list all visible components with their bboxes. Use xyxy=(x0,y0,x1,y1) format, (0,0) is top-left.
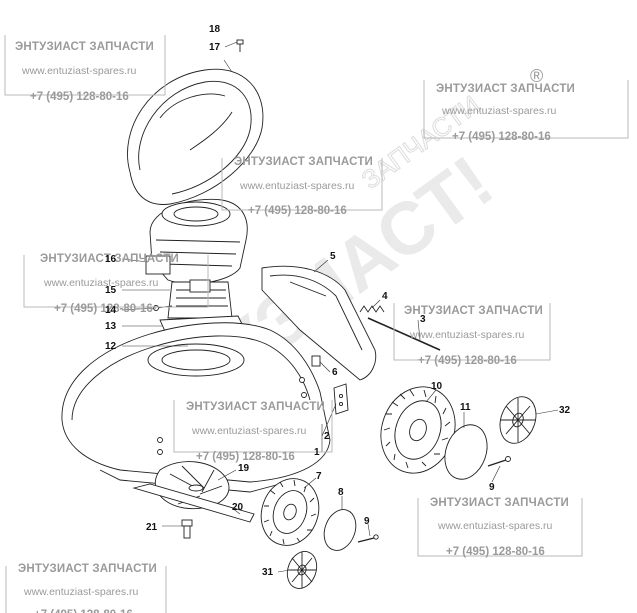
svg-text:+7 (495) 128-80-16: +7 (495) 128-80-16 xyxy=(196,451,295,463)
part-17-top-cover xyxy=(127,68,264,205)
watermark-box-2: ЭНТУЗИАСТ ЗАПЧАСТИ www.entuziast-spares.… xyxy=(423,80,629,143)
svg-text:ЭНТУЗИАСТ ЗАПЧАСТИ: ЭНТУЗИАСТ ЗАПЧАСТИ xyxy=(15,41,154,53)
part-3-rod xyxy=(367,317,441,351)
part-4-spring xyxy=(359,305,385,313)
svg-text:+7 (495) 128-80-16: +7 (495) 128-80-16 xyxy=(54,303,153,315)
svg-text:www.entuziast-spares.ru: www.entuziast-spares.ru xyxy=(239,180,355,192)
svg-text:www.entuziast-spares.ru: www.entuziast-spares.ru xyxy=(23,586,139,598)
svg-text:www.entuziast-spares.ru: www.entuziast-spares.ru xyxy=(191,425,307,437)
svg-text:www.entuziast-spares.ru: www.entuziast-spares.ru xyxy=(21,65,137,77)
label-part-9-rear: 9 xyxy=(489,482,495,493)
part-15-motor xyxy=(167,279,233,319)
label-part-31: 31 xyxy=(262,567,274,578)
watermark-registered-mark: ® xyxy=(530,66,543,86)
svg-text:www.entuziast-spares.ru: www.entuziast-spares.ru xyxy=(409,329,525,341)
label-part-17: 17 xyxy=(209,42,221,53)
part-labels: 18 17 16 15 14 13 12 5 4 3 6 10 11 32 2 … xyxy=(105,24,571,578)
leader-lines xyxy=(121,41,559,573)
svg-text:+7 (495) 128-80-16: +7 (495) 128-80-16 xyxy=(30,91,129,103)
watermark-box-7: ЭНТУЗИАСТ ЗАПЧАСТИ www.entuziast-spares.… xyxy=(417,497,583,558)
label-part-32: 32 xyxy=(559,405,571,416)
part-20-blade xyxy=(132,483,255,523)
label-part-6: 6 xyxy=(332,367,338,378)
part-9-screw-front xyxy=(357,534,379,543)
label-part-18: 18 xyxy=(209,24,221,35)
label-part-14: 14 xyxy=(105,305,117,316)
label-part-1: 1 xyxy=(314,447,320,458)
label-part-9-front: 9 xyxy=(364,516,370,527)
part-9-screw-rear xyxy=(487,456,511,467)
label-part-3: 3 xyxy=(420,314,426,325)
svg-text:+7 (495) 128-80-16: +7 (495) 128-80-16 xyxy=(446,546,545,558)
watermark-box-5: ЭНТУЗИАСТ ЗАПЧАСТИ www.entuziast-spares.… xyxy=(393,303,551,367)
svg-text:+7 (495) 128-80-16: +7 (495) 128-80-16 xyxy=(248,205,347,217)
label-part-8: 8 xyxy=(338,487,344,498)
watermark-box-6: ЭНТУЗИАСТ ЗАПЧАСТИ www.entuziast-spares.… xyxy=(173,400,333,463)
label-part-13: 13 xyxy=(105,321,117,332)
label-part-16: 16 xyxy=(105,254,117,265)
svg-text:+7 (495) 128-80-16: +7 (495) 128-80-16 xyxy=(452,131,551,143)
svg-text:ЭНТУЗИАСТ ЗАПЧАСТИ: ЭНТУЗИАСТ ЗАПЧАСТИ xyxy=(186,401,325,413)
svg-text:ЭНТУЗИАСТ ЗАПЧАСТИ: ЭНТУЗИАСТ ЗАПЧАСТИ xyxy=(436,83,575,95)
label-part-11: 11 xyxy=(460,402,471,413)
label-part-21: 21 xyxy=(146,522,158,533)
watermark-box-8: ЭНТУЗИАСТ ЗАПЧАСТИ www.entuziast-spares.… xyxy=(5,563,167,613)
label-part-7: 7 xyxy=(316,471,322,482)
svg-text:+7 (495) 128-80-16: +7 (495) 128-80-16 xyxy=(34,609,133,613)
part-32-wheel-cover xyxy=(499,396,537,444)
label-part-15: 15 xyxy=(105,285,117,296)
part-21-bolt xyxy=(181,519,193,539)
part-16-fan-housing xyxy=(145,198,248,285)
label-part-20: 20 xyxy=(232,502,244,513)
part-7-front-wheel xyxy=(260,478,320,546)
part-11-hub-cap xyxy=(444,424,488,480)
label-part-4: 4 xyxy=(382,291,388,302)
svg-text:www.entuziast-spares.ru: www.entuziast-spares.ru xyxy=(43,277,159,289)
watermark-box-3: ЭНТУЗИАСТ ЗАПЧАСТИ www.entuziast-spares.… xyxy=(221,156,383,217)
part-2-bracket xyxy=(333,383,349,415)
svg-text:ЭНТУЗИАСТ ЗАПЧАСТИ: ЭНТУЗИАСТ ЗАПЧАСТИ xyxy=(40,253,179,265)
part-18-screw xyxy=(236,39,244,52)
label-part-2: 2 xyxy=(324,431,330,442)
part-31-wheel-cover xyxy=(286,551,318,589)
svg-text:+7 (495) 128-80-16: +7 (495) 128-80-16 xyxy=(418,355,517,367)
part-6-clip xyxy=(311,355,321,367)
label-part-19: 19 xyxy=(238,463,250,474)
svg-text:www.entuziast-spares.ru: www.entuziast-spares.ru xyxy=(441,105,557,117)
label-part-10: 10 xyxy=(431,381,443,392)
part-5-rear-guard xyxy=(261,265,377,381)
svg-text:ЭНТУЗИАСТ ЗАПЧАСТИ: ЭНТУЗИАСТ ЗАПЧАСТИ xyxy=(430,497,569,509)
parts-drawing xyxy=(61,39,559,589)
svg-text:ЭНТУЗИАСТ ЗАПЧАСТИ: ЭНТУЗИАСТ ЗАПЧАСТИ xyxy=(18,563,157,575)
svg-text:www.entuziast-spares.ru: www.entuziast-spares.ru xyxy=(437,520,553,532)
label-part-12: 12 xyxy=(105,341,117,352)
watermark-box-1: ЭНТУЗИАСТ ЗАПЧАСТИ www.entuziast-spares.… xyxy=(4,35,166,103)
svg-text:ЭНТУЗИАСТ ЗАПЧАСТИ: ЭНТУЗИАСТ ЗАПЧАСТИ xyxy=(234,156,373,168)
watermark-box-4: ЭНТУЗИАСТ ЗАПЧАСТИ www.entuziast-spares.… xyxy=(23,253,209,315)
svg-text:ЭНТУЗИАСТ ЗАПЧАСТИ: ЭНТУЗИАСТ ЗАПЧАСТИ xyxy=(404,305,543,317)
part-8-hub-cap xyxy=(323,509,357,551)
label-part-5: 5 xyxy=(330,251,336,262)
